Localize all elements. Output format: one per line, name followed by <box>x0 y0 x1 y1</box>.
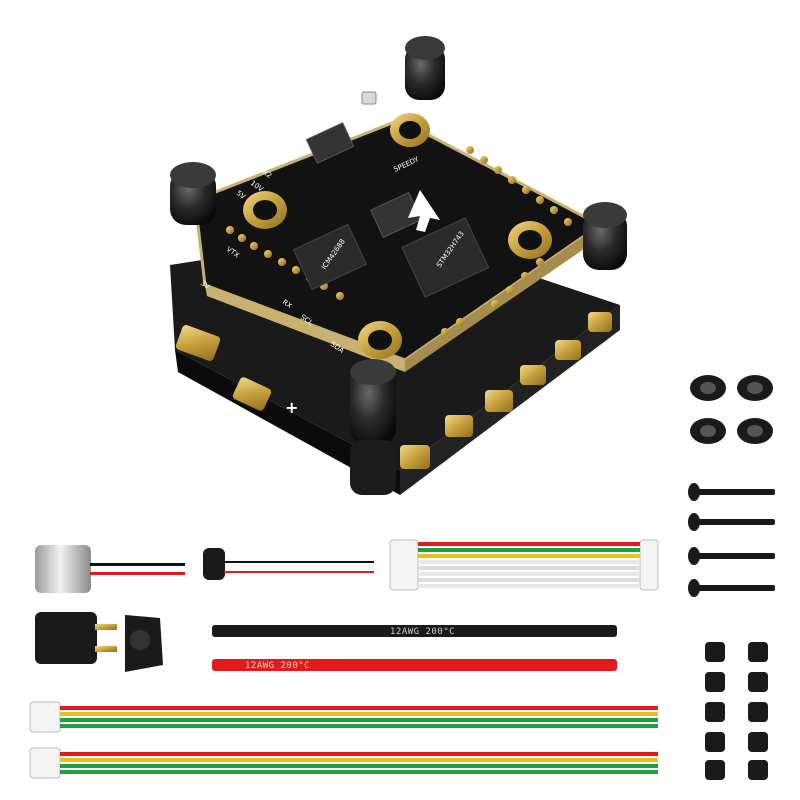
power-wire-black: 12AWG 200°C <box>212 625 617 637</box>
board-pad-r2: R2 <box>261 168 273 180</box>
board-pad-3v: 3V <box>199 279 211 291</box>
board-pad-m: M <box>563 267 573 277</box>
osd-chip <box>292 223 368 291</box>
flash-chip <box>305 122 355 164</box>
sh-cable-2 <box>29 747 658 779</box>
boot-button <box>361 91 377 105</box>
capacitor <box>35 545 185 593</box>
buzzer <box>203 548 374 580</box>
board-pad-led: LED <box>446 115 460 131</box>
rubber-dampeners <box>705 642 768 780</box>
flight-controller-board: SPEEDY STM32H743 ICM42688 BOOT R2 10V 5V… <box>193 91 603 372</box>
power-wire-red: 12AWG 200°C <box>212 659 617 671</box>
fc-esc-stack: + SP <box>170 36 627 495</box>
power-wire-red-label: 12AWG 200°C <box>245 661 310 671</box>
mcu-chip <box>401 217 490 298</box>
solder-pads <box>226 146 572 336</box>
fc-esc-connection-cable <box>389 539 659 591</box>
m3-screws <box>688 483 775 597</box>
mounting-holes <box>243 113 552 359</box>
esc-plus-marking: + <box>285 398 298 417</box>
board-pad-5v: 5V <box>235 189 247 201</box>
esc-motor-pads <box>175 312 612 469</box>
xt60-connector <box>35 612 163 672</box>
nylon-nuts <box>690 375 773 444</box>
sh-cable-1 <box>29 701 658 733</box>
standoffs <box>170 36 627 495</box>
power-wire-black-label: 12AWG 200°C <box>390 627 455 637</box>
direction-arrow-icon <box>408 190 440 232</box>
